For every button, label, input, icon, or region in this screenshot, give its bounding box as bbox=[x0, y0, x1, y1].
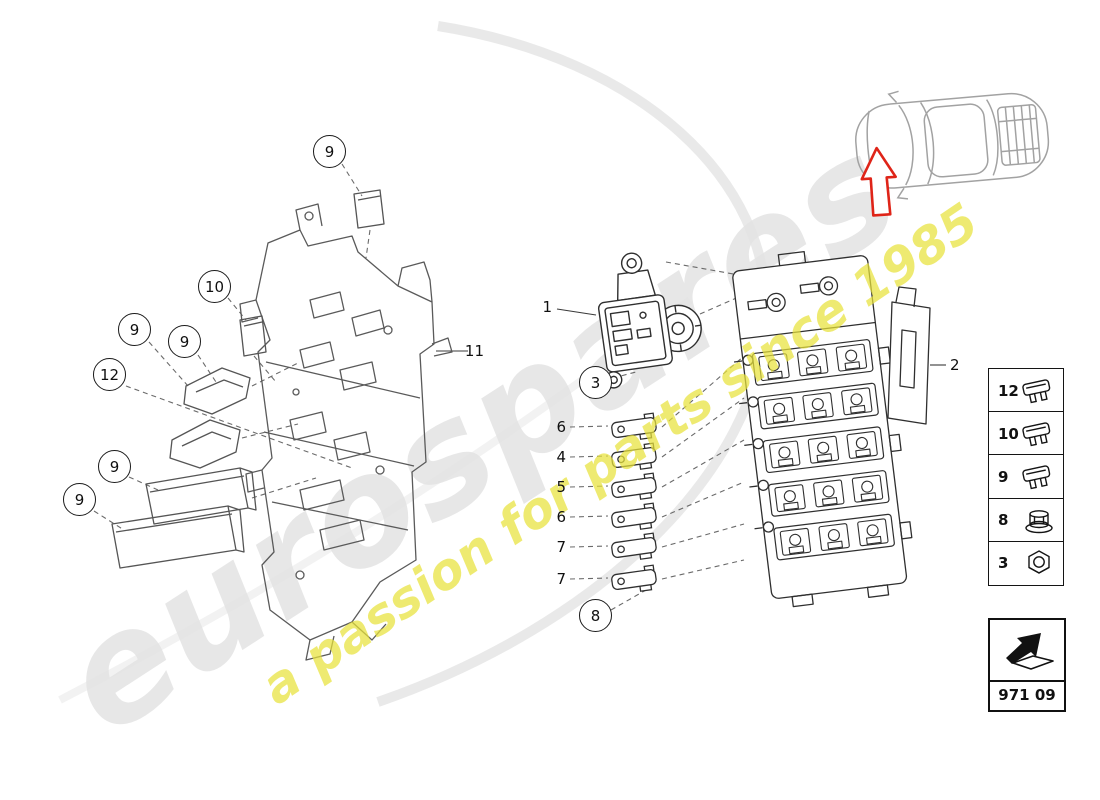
callout-circle-9d[interactable]: 9 bbox=[98, 450, 131, 483]
small-clip-parts[interactable] bbox=[111, 189, 385, 569]
part-code-label: 971 09 bbox=[998, 686, 1056, 704]
legend-item-12[interactable]: 12 bbox=[988, 368, 1064, 413]
part-code-box: 971 09 bbox=[988, 618, 1066, 712]
leader-lines bbox=[93, 163, 757, 611]
part-label-4[interactable]: 4 bbox=[556, 448, 566, 466]
fusebox-part-2[interactable] bbox=[722, 243, 919, 610]
part-label-6b[interactable]: 6 bbox=[556, 508, 566, 526]
fastener-legend: 12 10 9 8 3 bbox=[988, 368, 1064, 586]
callout-circle-9e[interactable]: 9 bbox=[63, 483, 96, 516]
blade-fuse-icon bbox=[1020, 418, 1058, 450]
car-top-view bbox=[855, 90, 1050, 200]
part-label-7a[interactable]: 7 bbox=[556, 538, 566, 556]
callout-circle-10[interactable]: 10 bbox=[198, 270, 231, 303]
part-label-1[interactable]: 1 bbox=[542, 298, 552, 316]
blade-fuse-icon bbox=[1020, 375, 1058, 407]
location-red-arrow-icon bbox=[860, 146, 897, 217]
callout-circle-9b[interactable]: 9 bbox=[118, 313, 151, 346]
hex-nut-icon bbox=[1020, 547, 1058, 579]
callout-circle-3[interactable]: 3 bbox=[579, 366, 612, 399]
callout-circle-9a[interactable]: 9 bbox=[313, 135, 346, 168]
legend-label-9: 9 bbox=[998, 467, 1009, 486]
legend-label-8: 8 bbox=[998, 511, 1009, 530]
legend-item-10[interactable]: 10 bbox=[988, 411, 1064, 457]
legend-label-12: 12 bbox=[998, 381, 1019, 400]
relay-part-1[interactable] bbox=[589, 245, 708, 389]
legend-item-3[interactable]: 3 bbox=[988, 540, 1064, 586]
part-label-2[interactable]: 2 bbox=[950, 356, 960, 374]
part-label-5[interactable]: 5 bbox=[556, 478, 566, 496]
part-label-7b[interactable]: 7 bbox=[556, 570, 566, 588]
legend-label-3: 3 bbox=[998, 554, 1009, 573]
part-label-6a[interactable]: 6 bbox=[556, 418, 566, 436]
blade-fuse-icon bbox=[1020, 461, 1058, 493]
legend-item-9[interactable]: 9 bbox=[988, 454, 1064, 500]
callout-circle-8[interactable]: 8 bbox=[579, 599, 612, 632]
part-label-11[interactable]: 11 bbox=[464, 342, 484, 360]
callout-circle-9c[interactable]: 9 bbox=[168, 325, 201, 358]
exploded-view-arrow-icon bbox=[990, 620, 1064, 682]
legend-item-8[interactable]: 8 bbox=[988, 497, 1064, 543]
fusebox-side-bracket[interactable] bbox=[887, 286, 931, 425]
legend-label-10: 10 bbox=[998, 424, 1019, 443]
bracket-part-11[interactable] bbox=[239, 203, 453, 661]
callout-circle-12[interactable]: 12 bbox=[93, 358, 126, 391]
flange-nut-icon bbox=[1020, 504, 1058, 536]
